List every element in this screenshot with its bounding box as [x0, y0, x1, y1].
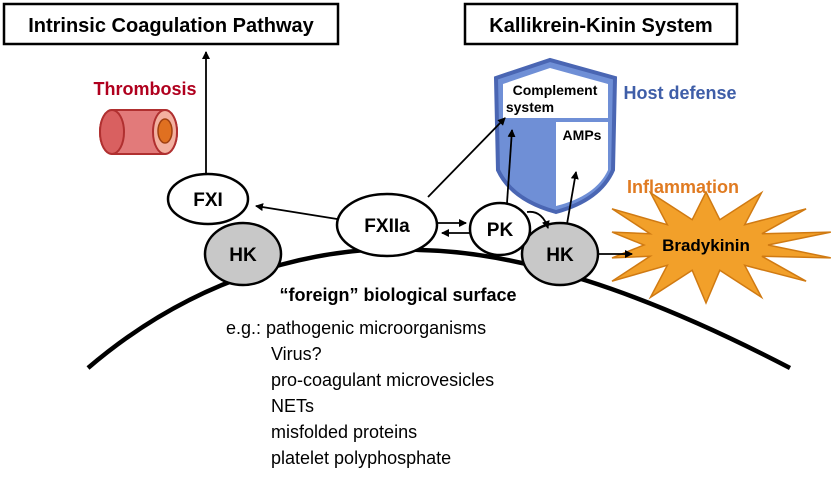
- arrow-pk-to-hk: [526, 210, 550, 229]
- fxiia-node: FXIIa: [335, 192, 439, 258]
- inflammation-label: Inflammation: [627, 177, 739, 197]
- host-defense-label: Host defense: [623, 83, 736, 103]
- surface-example-5: misfolded proteins: [271, 422, 417, 442]
- thrombosis-vessel-icon: [99, 109, 178, 155]
- biological-surface-curve: [86, 246, 792, 370]
- intrinsic-pathway-title-box: Intrinsic Coagulation Pathway: [2, 2, 340, 46]
- thrombosis-label: Thrombosis: [93, 79, 196, 99]
- intrinsic-pathway-title: Intrinsic Coagulation Pathway: [28, 15, 314, 37]
- hk-right-node: HK: [520, 221, 600, 287]
- hk-left-node: HK: [203, 221, 283, 287]
- fxi-label: FXI: [193, 190, 223, 211]
- arrow-fxiia-to-fxi: [255, 203, 338, 220]
- surface-example-2: Virus?: [271, 344, 322, 364]
- surface-example-6: platelet polyphosphate: [271, 448, 451, 468]
- hk-left-label: HK: [229, 245, 257, 266]
- fxi-node: FXI: [166, 172, 250, 226]
- host-defense-shield-icon: [493, 57, 618, 215]
- arrow-hk-to-amps: [566, 171, 579, 225]
- surface-example-1: e.g.: pathogenic microorganisms: [226, 318, 486, 338]
- pk-label: PK: [487, 220, 514, 241]
- complement-system-label-line2: system: [506, 99, 554, 115]
- arrow-pk-to-complement: [506, 129, 516, 204]
- complement-system-label-line1: Complement: [513, 82, 598, 98]
- clot-icon: [157, 118, 173, 144]
- arrow-fxiia-to-complement: [427, 117, 506, 198]
- kallikrein-kinin-title: Kallikrein-Kinin System: [489, 15, 712, 37]
- amps-label: AMPs: [563, 127, 602, 143]
- kallikrein-kinin-title-box: Kallikrein-Kinin System: [463, 2, 739, 46]
- surface-example-4: NETs: [271, 396, 314, 416]
- pk-node: PK: [468, 201, 532, 257]
- surface-title: “foreign” biological surface: [279, 285, 516, 305]
- bradykinin-label: Bradykinin: [662, 236, 750, 255]
- fxiia-label: FXIIa: [364, 216, 410, 237]
- pathway-arrows: [202, 51, 633, 258]
- hk-right-label: HK: [546, 245, 574, 266]
- surface-example-3: pro-coagulant microvesicles: [271, 370, 494, 390]
- bradykinin-starburst-icon: [611, 190, 831, 305]
